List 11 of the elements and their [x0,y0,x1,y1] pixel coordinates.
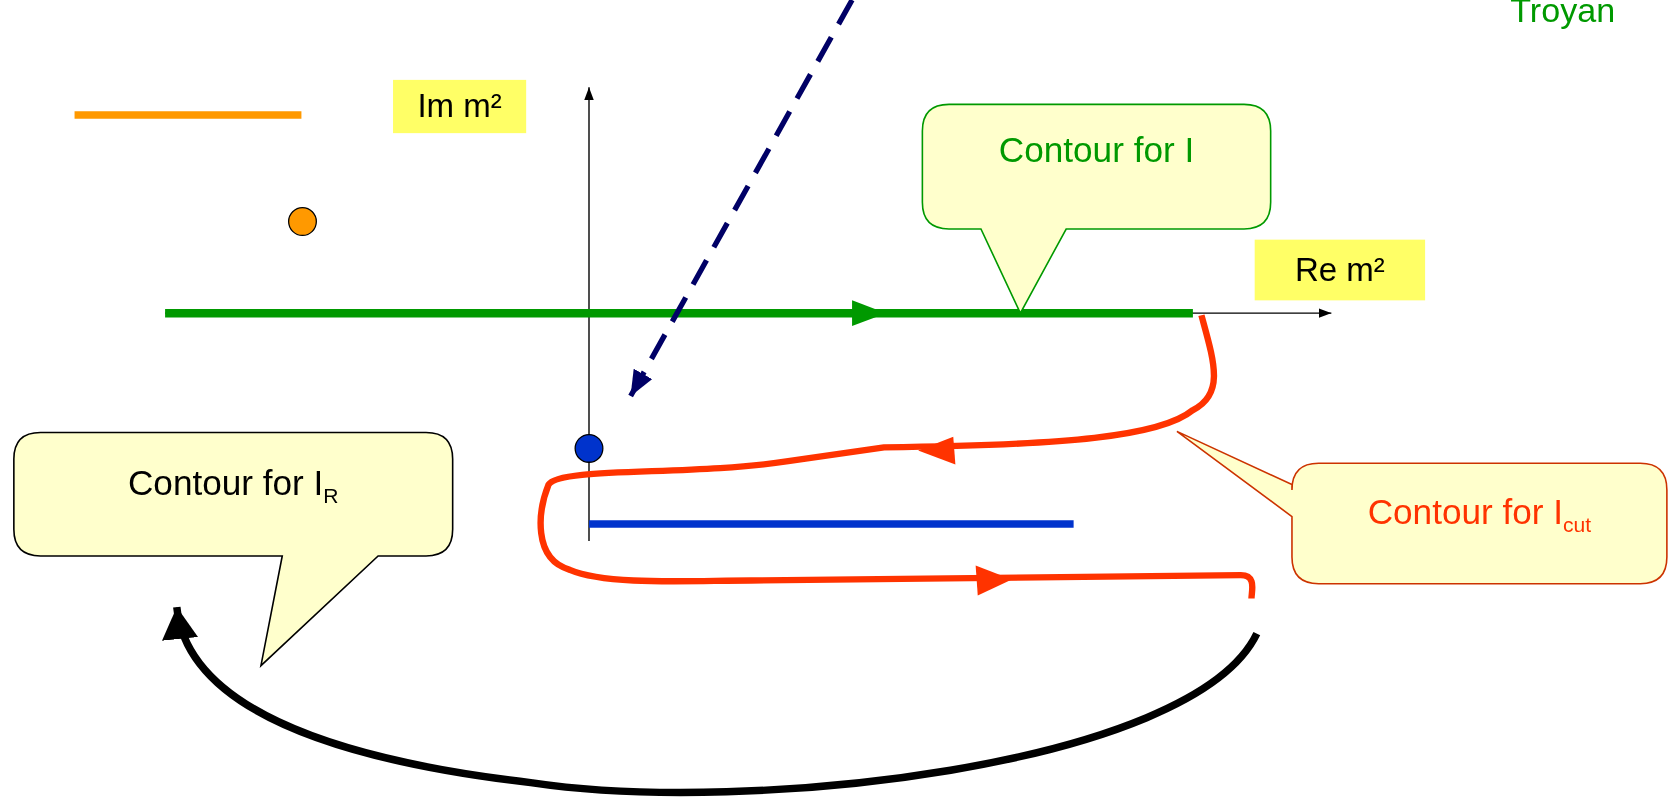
callout-text: Re m² [1293,250,1386,291]
curved-arrow [165,606,1260,796]
callout-text: Contour for I$_{cut}$ [1366,491,1593,539]
callout-text: Contour for I$_{R}$ [126,462,340,510]
axis-label-tag [393,79,527,134]
callout-bubble [922,104,1271,314]
callout-bubble [1174,429,1667,584]
callout-text: Contour for I [997,128,1196,172]
callout-bubble [13,432,453,666]
axis-label-tag [1254,239,1426,301]
callout-text: Im m² [416,86,503,127]
